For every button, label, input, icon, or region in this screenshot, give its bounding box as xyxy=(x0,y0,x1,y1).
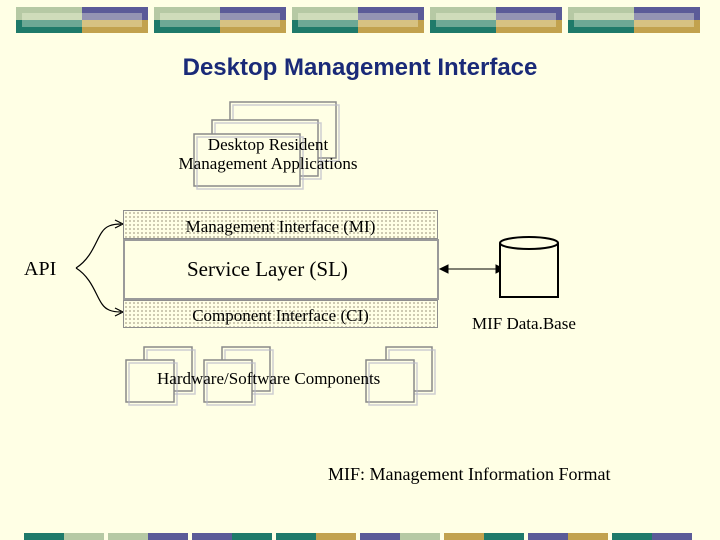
mi-label: Management Interface (MI) xyxy=(185,217,376,236)
database-icon xyxy=(499,236,559,298)
applications-label-line-1: Desktop Resident xyxy=(207,135,329,154)
header-strip-4 xyxy=(430,7,562,33)
database-label: MIF Data.Base xyxy=(472,314,576,333)
footnote: MIF: Management Information Format xyxy=(328,464,611,484)
component-box-2 xyxy=(203,346,274,406)
sl-label: Service Layer (SL) xyxy=(187,257,348,281)
ci-label: Component Interface (CI) xyxy=(192,306,369,325)
applications-label: Desktop Resident Management Applications xyxy=(150,135,386,173)
header-decoration xyxy=(16,7,700,33)
header-strip-5 xyxy=(568,7,700,33)
component-box-1 xyxy=(125,346,196,406)
component-box-3 xyxy=(365,346,436,406)
api-brace-arrows xyxy=(75,219,125,317)
header-strip-3 xyxy=(292,7,424,33)
sl-database-arrow xyxy=(438,264,506,274)
header-strip-2 xyxy=(154,7,286,33)
api-label: API xyxy=(24,258,57,280)
components-label: Hardware/Software Components xyxy=(157,369,381,388)
applications-label-line-2: Management Applications xyxy=(178,154,358,173)
footer-decoration xyxy=(24,533,692,540)
mi-layer: Management Interface (MI) xyxy=(123,210,438,239)
header-strip-1 xyxy=(16,7,148,33)
sl-layer: Service Layer (SL) xyxy=(123,239,439,300)
page-title: Desktop Management Interface xyxy=(182,54,538,81)
ci-layer: Component Interface (CI) xyxy=(123,300,438,328)
applications-stack-icon xyxy=(193,101,340,190)
